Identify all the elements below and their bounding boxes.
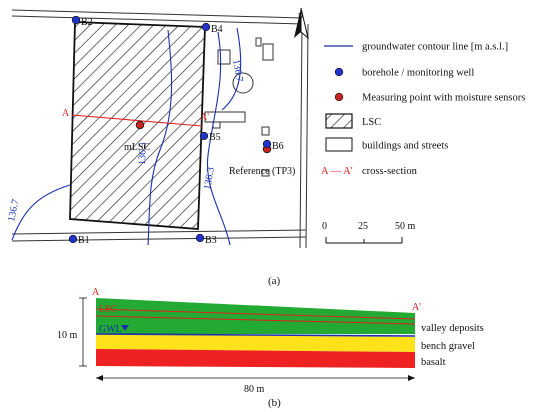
gwl-triangle-icon (121, 325, 129, 331)
contour-label-136-7-west: 136.7 (6, 198, 21, 222)
scale-bar: 0 25 50 m (322, 221, 416, 244)
contour-label-136-5: 136.5 (137, 142, 149, 165)
cross-section-line (71, 114, 203, 127)
groundwater-level-line (95, 333, 416, 337)
legend-borehole-icon (334, 67, 344, 77)
layer-basalt (96, 349, 415, 368)
panel-a-label: (a) (268, 275, 281, 287)
legend-moisture-icon (334, 92, 344, 102)
contour-lines (11, 27, 242, 246)
borehole-b4 (201, 22, 211, 32)
legend-section-symbol: A — A' (321, 166, 353, 177)
layer-label-valley-deposits: valley deposits (421, 323, 484, 334)
section-end-label: A' (200, 112, 209, 123)
borehole-label-b2: B2 (81, 17, 93, 28)
panel-b-label: (b) (268, 397, 281, 409)
layer-label-basalt: basalt (421, 357, 446, 368)
section-lsc-label: LSC (99, 304, 118, 315)
mlsc-label: mLSC (124, 142, 150, 153)
contour-line-136-7-west (11, 184, 71, 241)
legend-lsc-label: LSC (362, 117, 381, 128)
contour-line-136-3 (206, 31, 231, 246)
streets (11, 9, 309, 249)
layer-label-bench-gravel: bench gravel (421, 341, 475, 352)
legend: groundwater contour line [m a.s.l.] bore… (321, 42, 525, 178)
borehole-label-b3: B3 (205, 235, 217, 246)
scale-tick-25: 25 (358, 221, 368, 232)
moisture-point-mlsc (135, 120, 145, 130)
legend-buildings-label: buildings and streets (362, 141, 448, 152)
borehole-label-b5: B5 (209, 132, 221, 143)
borehole-b1 (68, 234, 78, 244)
north-arrow-icon (294, 7, 309, 40)
contour-label-136-7-east: 136.7 (230, 59, 245, 83)
lsc-boundary-top (95, 308, 416, 320)
legend-section-label: cross-section (362, 166, 418, 177)
borehole-b2 (71, 15, 81, 25)
cross-section: A A' LSC GWL 10 m 80 m valley deposits b… (57, 287, 484, 395)
site-map: 136.7 136.5 136.3 136.7 A A' mLSC Refere… (6, 7, 309, 249)
section-b-end: A' (412, 302, 421, 313)
borehole-b3 (195, 233, 205, 243)
legend-lsc-icon (325, 113, 353, 129)
section-length-label: 80 m (244, 384, 265, 395)
contour-label-136-3: 136.3 (202, 166, 217, 190)
legend-moisture-label: Measuring point with moisture sensors (362, 93, 525, 104)
section-start-label: A (62, 108, 70, 119)
contour-line-136-7-east (221, 27, 242, 111)
legend-contour-label: groundwater contour line [m a.s.l.] (362, 42, 508, 53)
section-gwl-label: GWL (99, 324, 122, 335)
boreholes (68, 15, 272, 244)
scale-tick-50: 50 m (395, 221, 416, 232)
contour-line-136-5 (147, 29, 173, 246)
layer-valley-deposits (96, 298, 415, 334)
buildings (204, 37, 274, 177)
layer-bench-gravel (96, 334, 415, 352)
borehole-label-b1: B1 (78, 235, 90, 246)
reference-label: Reference (TP3) (229, 166, 295, 177)
lsc-boundary-bottom (95, 315, 416, 325)
north-label: N (298, 12, 303, 20)
section-b-start: A (92, 287, 100, 298)
scale-tick-0: 0 (322, 221, 327, 232)
borehole-b5 (199, 131, 209, 141)
borehole-b6 (262, 139, 272, 149)
section-height-label: 10 m (57, 330, 78, 341)
borehole-label-b4: B4 (211, 24, 223, 35)
borehole-label-b6: B6 (272, 141, 284, 152)
legend-buildings-icon (325, 137, 353, 152)
legend-borehole-label: borehole / monitoring well (362, 68, 474, 79)
